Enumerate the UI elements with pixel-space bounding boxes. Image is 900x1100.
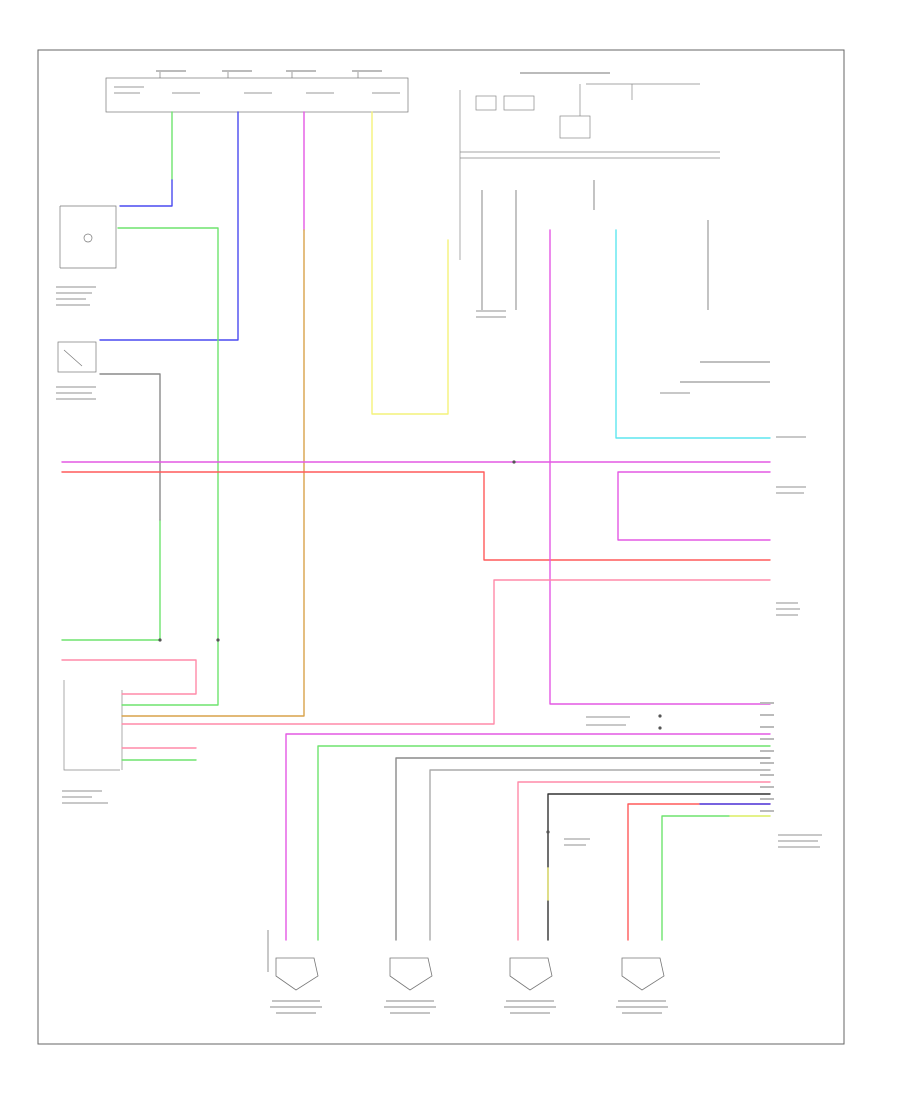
component-transmission-left [63,680,123,771]
junction-block-labels [114,70,400,94]
wire-blue-2 [99,111,239,341]
component-switch-upper-left [59,205,117,269]
wire-pink-2 [61,659,197,695]
right-connector-pins [760,702,774,812]
wire-blue-1 [119,179,173,207]
sensor-right-front [509,957,553,991]
splice-points [158,460,662,834]
wire-yellow-1 [371,111,449,415]
sensor-left-rear [389,957,433,991]
component-switch-middle-left [57,341,97,373]
wire-violet-4 [617,471,771,541]
wire-pink-4 [517,781,771,941]
wire-pink-1 [121,579,771,725]
wire-green-4 [121,639,219,706]
sensor-left-front [267,930,319,991]
wire-violet-3 [549,229,771,705]
sensor-label-marks [270,1000,668,1014]
wire-red-2 [627,803,771,941]
wire-green-3 [61,519,161,641]
wire-green-5 [317,745,771,941]
wire-violet-5 [285,733,771,941]
sensor-right-rear [621,957,665,991]
wire-gray-1 [99,373,161,521]
diagram-border [37,49,845,1045]
junction-block-top-left [105,72,409,113]
wire-green-7 [661,815,771,941]
wire-cyan-1 [615,229,771,439]
component-label-marks [56,286,822,848]
wire-green-2 [117,227,219,641]
wire-orange-1 [121,229,305,717]
wire-red-1 [61,471,771,561]
wire-gray-2 [395,757,771,941]
module-title-mark [520,72,610,74]
module-block-top-right [459,83,720,260]
wire-gray-3 [429,769,771,941]
